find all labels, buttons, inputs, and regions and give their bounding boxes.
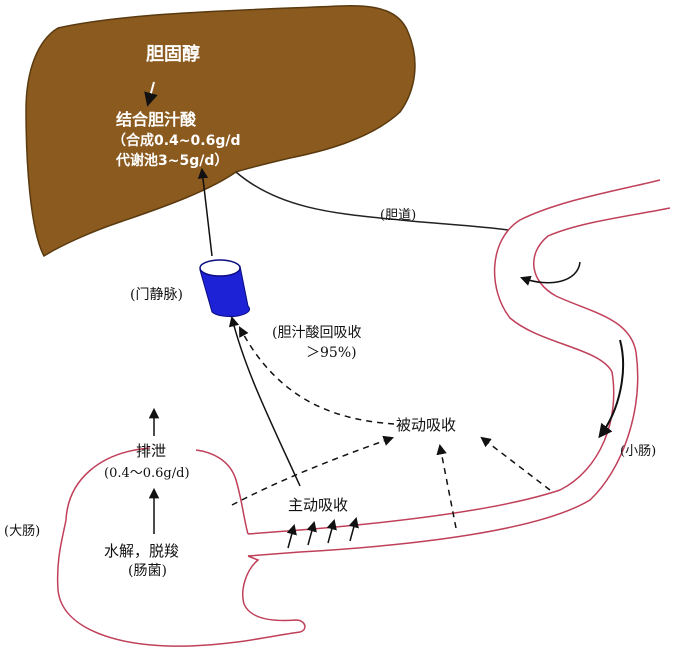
- liver-shape: [25, 4, 416, 258]
- conjugated-bile-acid-label: 结合胆汁酸: [116, 110, 197, 129]
- passive-arrow-1-icon: [436, 443, 457, 529]
- passive-absorption-label: 被动吸收: [396, 416, 457, 434]
- colon-to-passive-arrow-icon: [231, 435, 394, 506]
- hydrolysis-label: 水解，脱羧: [104, 542, 180, 560]
- portal-vein-icon: [199, 259, 251, 318]
- large-intestine-label: (大肠): [4, 524, 41, 539]
- cholesterol-arrow-icon: [144, 81, 158, 107]
- passive-arrow-2-icon: [480, 436, 551, 491]
- active-absorption-label: 主动吸收: [288, 496, 349, 514]
- pool-size-label: 代谢池3~5g/d）: [116, 153, 229, 169]
- bacteria-label: (肠菌): [128, 563, 167, 579]
- active-to-portal-arrow-icon: [228, 315, 301, 487]
- excretion-amount-label: (0.4～0.6g/d): [104, 466, 190, 481]
- bile-duct-label: (胆道): [380, 208, 417, 223]
- portal-vein-label: (门静脉): [130, 287, 183, 303]
- large-intestine-outline: [56, 447, 306, 647]
- small-intestine-flow-arrow-icon: [598, 339, 625, 439]
- portal-to-liver-arrow-icon: [197, 167, 213, 257]
- small-intestine-inner: [247, 207, 671, 557]
- excretion-label: 排泄: [136, 442, 167, 460]
- small-intestine-label: (小肠): [620, 444, 657, 459]
- bile-duct-line: [235, 171, 509, 231]
- reabsorption-percent-label: ＞95%): [306, 345, 357, 361]
- small-intestine-outer: [247, 179, 661, 535]
- synthesis-rate-label: （合成0.4~0.6g/d: [112, 133, 241, 149]
- cholesterol-label: 胆固醇: [146, 44, 200, 65]
- active-absorption-arrows-icon: [286, 516, 359, 549]
- duodenum-flow-arrow-icon: [520, 261, 581, 286]
- reabsorption-label: (胆汁酸回吸收: [272, 325, 362, 341]
